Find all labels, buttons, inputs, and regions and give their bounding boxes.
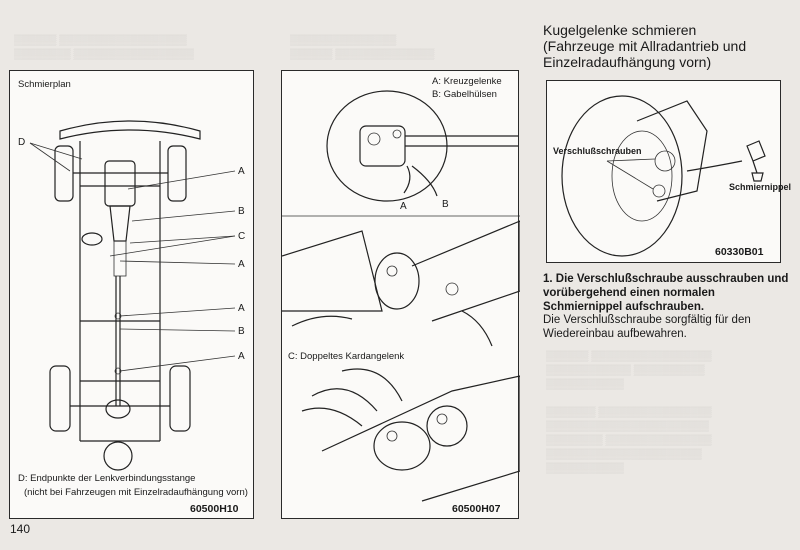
callout-d: D bbox=[18, 137, 26, 148]
callout-b: B bbox=[238, 326, 245, 337]
figure-caption: D: Endpunkte der Lenkverbindungsstange bbox=[18, 473, 196, 484]
figure-title: Schmierplan bbox=[18, 79, 71, 90]
bleed-through-text: ▒▒▒▒▒▒▒▒▒▒▒▒▒▒▒▒▒▒▒▒▒ ▒▒▒▒▒▒▒▒▒▒▒▒▒▒ bbox=[290, 35, 435, 60]
instruction-note: Die Verschlußschraube sorgfältig für den… bbox=[543, 314, 751, 340]
double-joint-caption: C: Doppeltes Kardangelenk bbox=[288, 351, 405, 362]
universal-joint-drawings bbox=[282, 90, 520, 502]
legend-yoke-sleeves: B: Gabelhülsen bbox=[432, 89, 497, 100]
label-plug-screws: Verschlußschrauben bbox=[553, 146, 642, 156]
figure-code: 60500H07 bbox=[452, 503, 501, 515]
ball-joint-figure: Verschlußschrauben Schmiernippel 60330B0… bbox=[546, 80, 791, 263]
callout-a: A bbox=[238, 166, 245, 177]
label-grease-nipple: Schmiernippel bbox=[729, 182, 792, 192]
callout-b: B bbox=[238, 206, 245, 217]
chassis-drawing bbox=[29, 120, 236, 471]
figure-caption: (nicht bei Fahrzeugen mit Einzelradaufhä… bbox=[24, 487, 248, 498]
callout-a: A bbox=[238, 351, 245, 362]
pointer-b: B bbox=[442, 199, 449, 210]
callout-a: A bbox=[238, 259, 245, 270]
callout-a: A bbox=[238, 303, 245, 314]
page-number: 140 bbox=[10, 522, 31, 536]
lubrication-chart-figure: Schmierplan bbox=[9, 70, 254, 519]
section-heading: Kugelgelenke schmieren (Fahrzeuge mit Al… bbox=[543, 22, 747, 70]
bleed-through-text: ▒▒▒▒▒▒ ▒▒▒▒▒▒▒▒▒▒▒▒▒▒▒▒▒▒▒▒▒▒▒▒▒▒ ▒▒▒▒▒▒… bbox=[14, 35, 194, 60]
ball-joint-drawing bbox=[561, 95, 766, 257]
callout-c: C bbox=[238, 231, 246, 242]
joint-detail-figure: A: Kreuzgelenke B: Gabelhülsen A B C: Do… bbox=[281, 70, 520, 519]
legend-cross-joints: A: Kreuzgelenke bbox=[432, 76, 502, 87]
figure-code: 60500H10 bbox=[190, 503, 239, 515]
bleed-through-text: ▒▒▒▒▒▒ ▒▒▒▒▒▒▒▒▒▒▒▒▒▒▒▒▒▒▒▒▒▒▒▒▒▒▒▒▒ ▒▒▒… bbox=[546, 351, 712, 474]
instruction-step-1: 1. Die Verschlußschraube ausschrauben un… bbox=[543, 273, 789, 313]
pointer-a: A bbox=[400, 201, 407, 212]
figure-code: 60330B01 bbox=[715, 246, 764, 258]
